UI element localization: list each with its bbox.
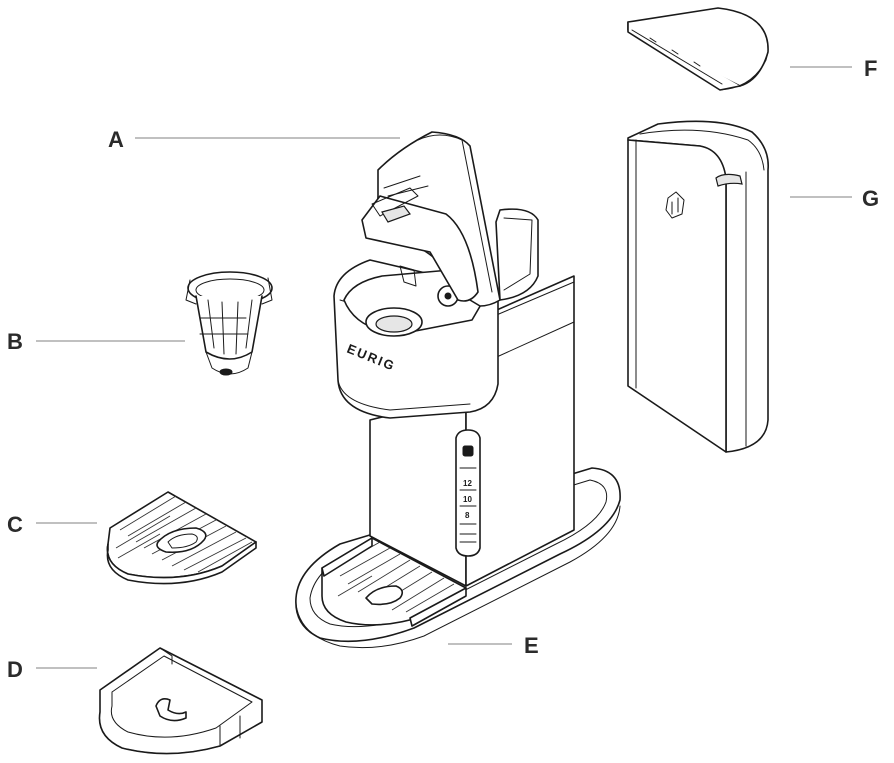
drip-tray-base-illustration [98, 647, 263, 755]
pod-holder-illustration [185, 271, 273, 376]
water-gauge-mark-10: 10 [463, 495, 472, 504]
callout-label-c: C [7, 512, 23, 537]
callout-label-e: E [524, 633, 539, 658]
callout-label-f: F [864, 56, 877, 81]
water-reservoir-illustration [627, 120, 769, 453]
water-gauge-mark-8: 8 [465, 511, 470, 520]
callout-label-b: B [7, 329, 23, 354]
callout-label-d: D [7, 657, 23, 682]
water-gauge-mark-12: 12 [463, 479, 472, 488]
brewer-body-illustration: 12 10 8 EURIG [295, 131, 621, 649]
callout-label-g: G [862, 186, 879, 211]
callout-label-a: A [108, 127, 124, 152]
drip-tray-plate-illustration [106, 491, 257, 585]
reservoir-lid-illustration [627, 7, 769, 91]
